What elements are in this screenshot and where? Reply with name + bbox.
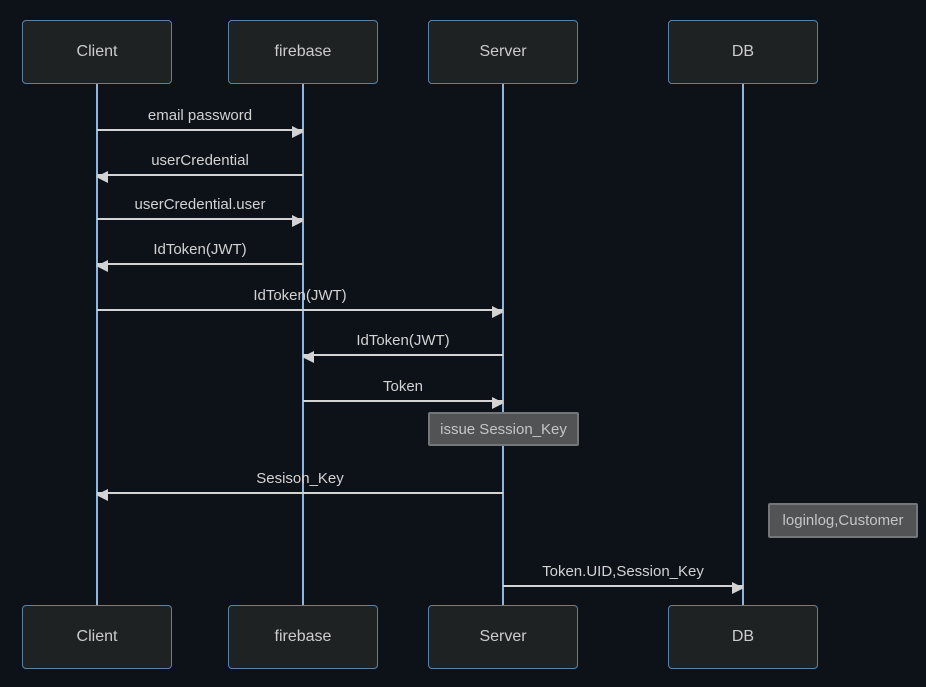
actor-label: DB — [731, 628, 755, 645]
lifeline-firebase — [302, 84, 304, 605]
actor-box-db-top: DB — [668, 20, 818, 84]
actor-label: DB — [731, 43, 755, 60]
message-label-idtoken-jwt-1: IdToken(JWT) — [153, 241, 247, 258]
lifeline-server — [502, 84, 504, 605]
note-label: issue Session_Key — [440, 420, 567, 438]
actor-label: Client — [76, 628, 118, 645]
message-label-usercredential-user: userCredential.user — [134, 196, 266, 213]
actor-label: firebase — [274, 628, 332, 645]
message-label-usercredential: userCredential — [151, 152, 249, 169]
lifeline-client — [96, 84, 98, 605]
actor-box-server-top: Server — [428, 20, 578, 84]
actor-label: Server — [479, 43, 527, 60]
actor-box-db-bottom: DB — [668, 605, 818, 669]
message-arrow-left-icon — [96, 171, 303, 183]
actor-label: Client — [76, 43, 118, 60]
actor-box-client-bottom: Client — [22, 605, 172, 669]
message-arrow-left-icon — [96, 489, 503, 501]
actor-label: Server — [479, 628, 527, 645]
note-issue-session-key: issue Session_Key — [428, 412, 579, 446]
message-arrow-right-icon — [97, 215, 304, 227]
message-label-token: Token — [382, 378, 424, 395]
actor-box-server-bottom: Server — [428, 605, 578, 669]
message-label-sesison-key: Sesison_Key — [256, 470, 344, 487]
message-label-idtoken-jwt-2: IdToken(JWT) — [253, 287, 347, 304]
actor-label: firebase — [274, 43, 332, 60]
message-arrow-right-icon — [97, 126, 304, 138]
message-label-token-uid-session-key: Token.UID,Session_Key — [542, 563, 704, 580]
message-arrow-right-icon — [97, 306, 504, 318]
message-arrow-left-icon — [96, 260, 303, 272]
actor-box-firebase-bottom: firebase — [228, 605, 378, 669]
note-label: loginlog,Customer — [782, 512, 904, 529]
message-label-email-password: email password — [147, 107, 253, 124]
actor-box-client-top: Client — [22, 20, 172, 84]
message-arrow-right-icon — [503, 582, 744, 594]
actor-box-firebase-top: firebase — [228, 20, 378, 84]
message-arrow-right-icon — [303, 397, 504, 409]
note-loginlog-customer: loginlog,Customer — [768, 503, 918, 538]
lifeline-db — [742, 84, 744, 605]
message-arrow-left-icon — [302, 351, 503, 363]
message-label-idtoken-jwt-3: IdToken(JWT) — [356, 332, 450, 349]
